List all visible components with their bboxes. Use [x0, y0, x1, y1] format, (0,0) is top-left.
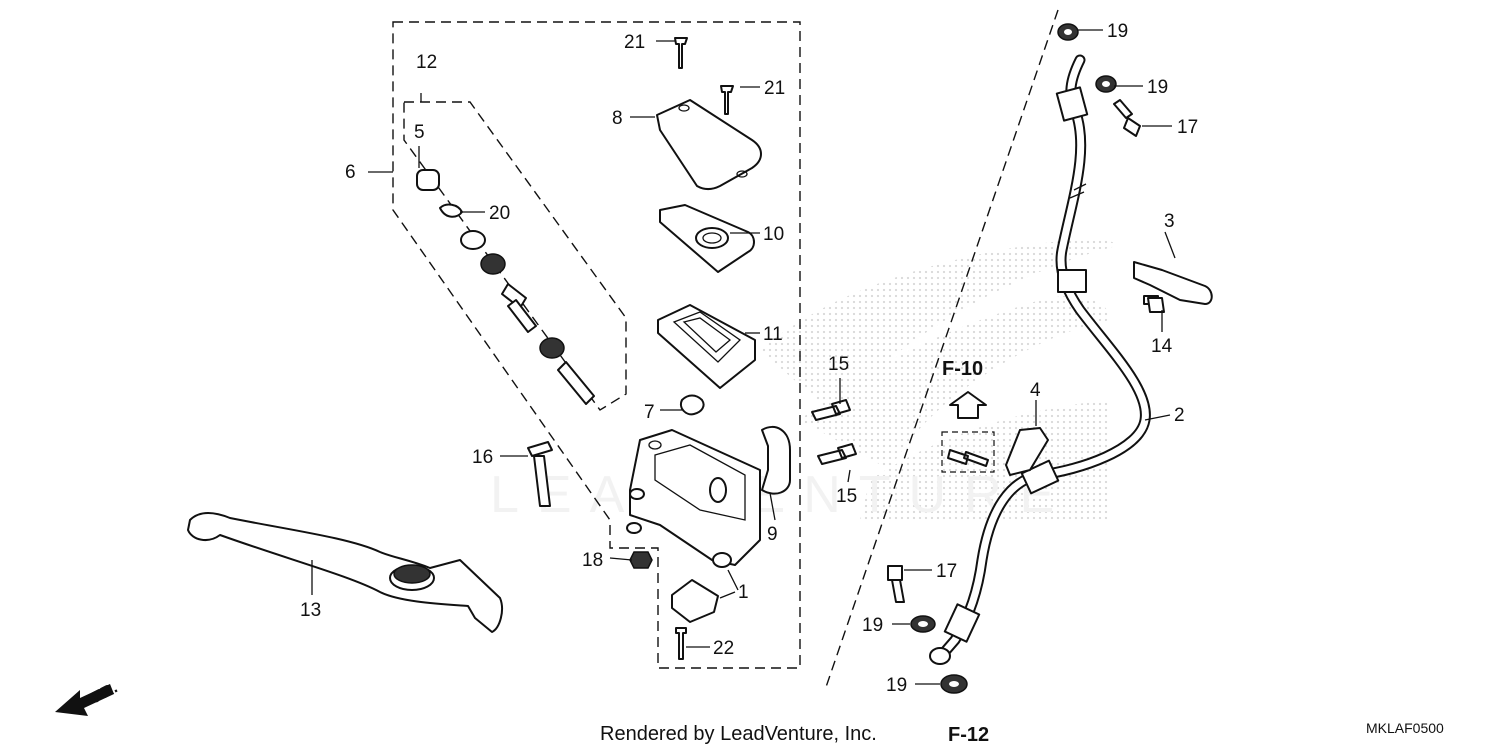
- leader-lines: [311, 29, 1176, 685]
- callout-4: 4: [1030, 380, 1041, 401]
- callout-15: 15: [828, 354, 849, 375]
- callout-11: 11: [763, 324, 783, 345]
- callout-labels: 21 21 8 10 11 7 9 1 18 16 13 22 12 6 5 2…: [300, 21, 1198, 696]
- diagram-code: MKLAF0500: [1366, 720, 1444, 736]
- callout-17: 17: [1177, 117, 1198, 138]
- callout-18: 18: [582, 550, 603, 571]
- callout-19: 19: [1107, 21, 1128, 42]
- watermark: LEADVENTURE: [490, 239, 1120, 524]
- callout-10: 10: [763, 224, 784, 245]
- ref-label-f10: F-10: [942, 358, 983, 380]
- callout-6: 6: [345, 162, 356, 183]
- callout-16: 16: [472, 447, 493, 468]
- callout-5: 5: [414, 122, 425, 143]
- callout-19: 19: [862, 615, 883, 636]
- callout-21: 21: [764, 78, 785, 99]
- callout-22: 22: [713, 638, 734, 659]
- callout-19: 19: [1147, 77, 1168, 98]
- assembly-outline: [392, 9, 1059, 691]
- callout-15: 15: [836, 486, 857, 507]
- callout-12: 12: [416, 52, 437, 73]
- rendered-by-credit: Rendered by LeadVenture, Inc.: [600, 723, 877, 745]
- page-ref-f12: F-12: [948, 724, 989, 746]
- callout-9: 9: [767, 524, 778, 545]
- part-shapes: [55, 23, 1213, 716]
- callout-8: 8: [612, 108, 623, 129]
- callout-17: 17: [936, 561, 957, 582]
- callout-1: 1: [738, 582, 749, 603]
- brake-hose: [929, 54, 1151, 665]
- callout-19: 19: [886, 675, 907, 696]
- callout-21: 21: [624, 32, 645, 53]
- callout-13: 13: [300, 600, 321, 621]
- callout-20: 20: [489, 203, 510, 224]
- callout-3: 3: [1164, 211, 1175, 232]
- callout-14: 14: [1151, 336, 1173, 357]
- callout-2: 2: [1174, 405, 1185, 426]
- callout-7: 7: [644, 402, 655, 423]
